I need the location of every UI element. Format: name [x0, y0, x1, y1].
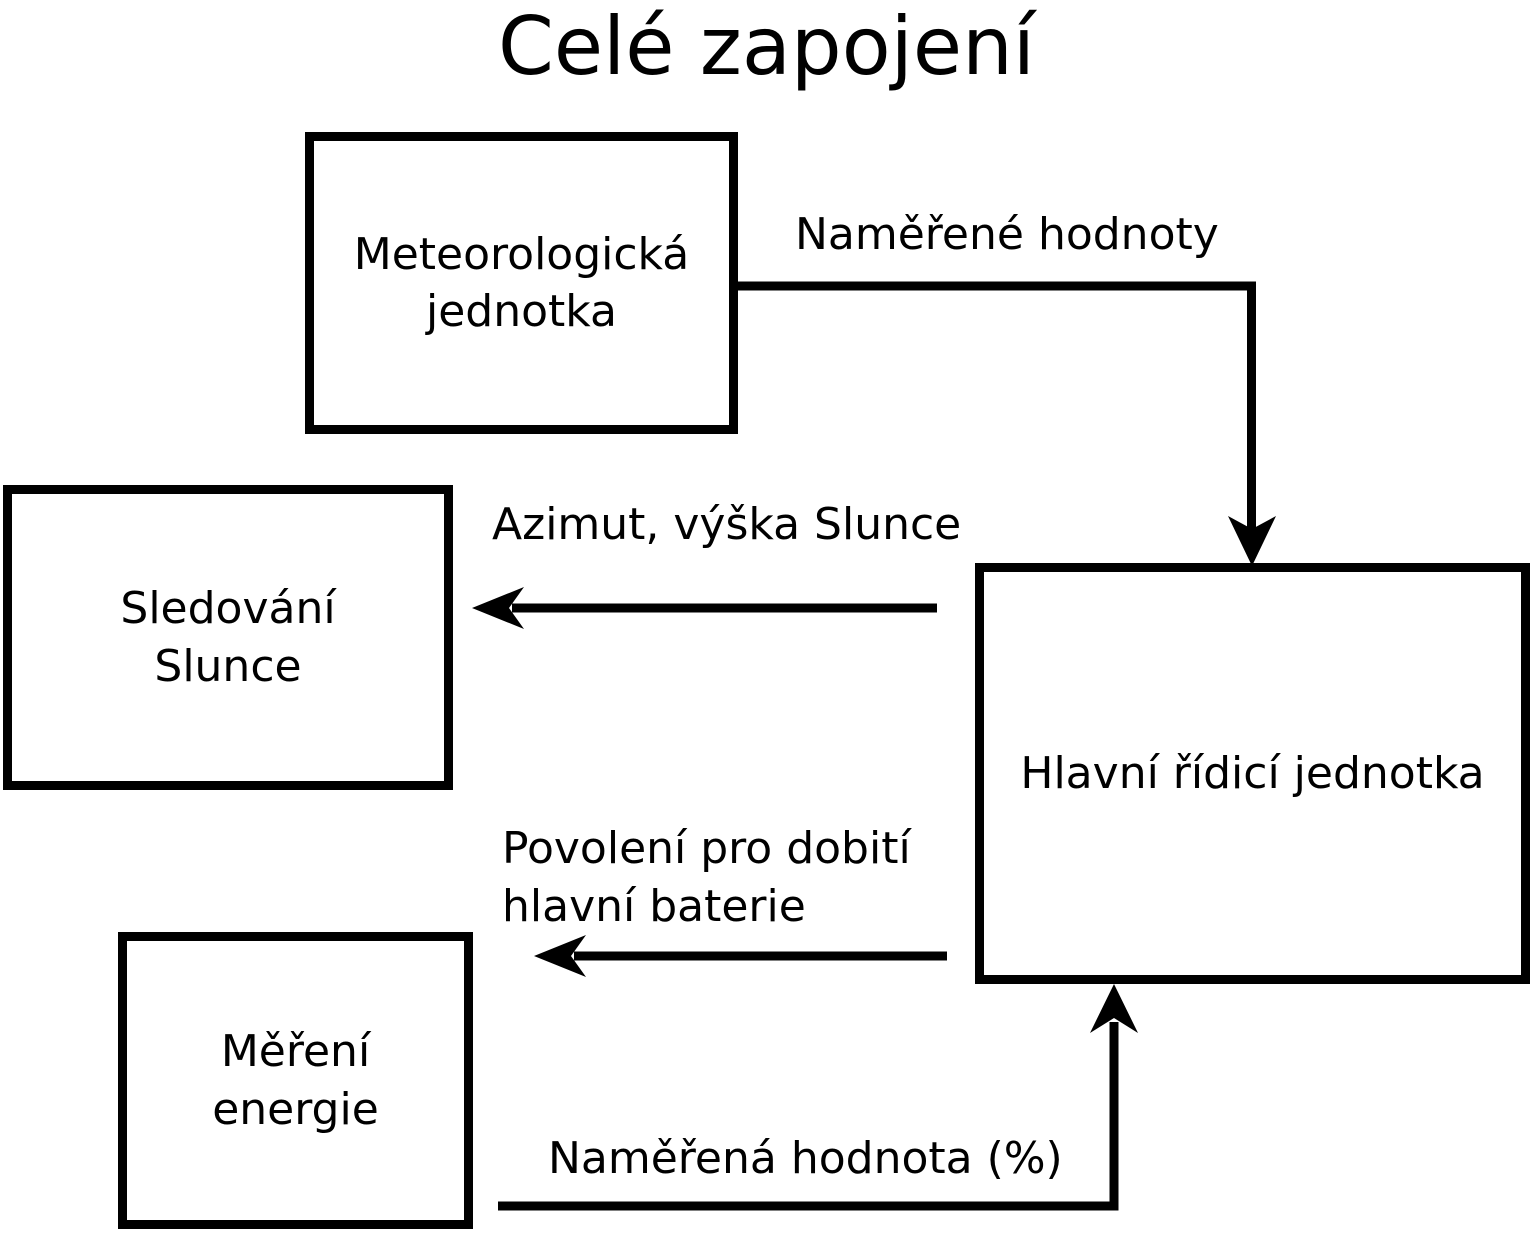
- node-main-control-unit-label: Hlavní řídicí jednotka: [1020, 747, 1485, 799]
- node-meteorological-unit-label-line1: Meteorologická: [353, 228, 690, 280]
- node-main-control-unit: Hlavní řídicí jednotka: [975, 563, 1530, 984]
- edge-charge-permission-arrowhead-icon: [534, 935, 586, 977]
- node-energy-measurement-label-line2: energie: [212, 1083, 379, 1135]
- node-sun-tracking-label-line2: Slunce: [154, 640, 302, 692]
- diagram-title: Celé zapojení: [497, 0, 1036, 93]
- node-energy-measurement-label-line1: Měření: [220, 1026, 371, 1078]
- edge-label-measured-values: Naměřené hodnoty: [795, 209, 1219, 260]
- edge-label-charge-permission: Povolení pro dobití hlavní baterie: [502, 820, 911, 936]
- node-energy-measurement: Měření energie: [118, 932, 473, 1229]
- node-meteorological-unit: Meteorologická jednotka: [305, 132, 738, 434]
- edge-sun-position-arrowhead-icon: [472, 587, 524, 629]
- edge-label-sun-position: Azimut, výška Slunce: [492, 499, 962, 550]
- edge-label-charge-permission-line2: hlavní baterie: [502, 881, 806, 933]
- edge-label-charge-permission-line1: Povolení pro dobití: [502, 823, 911, 874]
- edge-label-measured-percentage: Naměřená hodnota (%): [548, 1133, 1063, 1184]
- node-sun-tracking-label-line1: Sledování: [120, 583, 336, 635]
- edge-measured-percentage-arrowhead-icon: [1090, 984, 1138, 1033]
- node-sun-tracking: Sledování Slunce: [3, 485, 453, 790]
- node-meteorological-unit-label-line2: jednotka: [426, 286, 617, 337]
- edge-measured-values-arrowhead-icon: [1228, 516, 1276, 566]
